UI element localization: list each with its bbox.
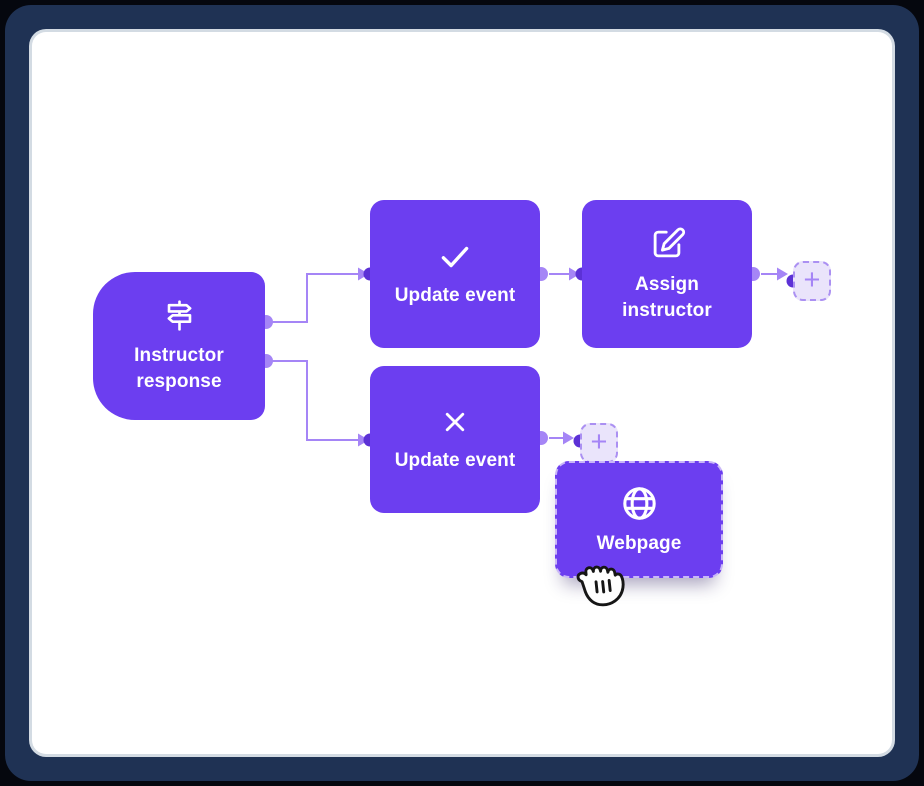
add-step-button-top[interactable]: +	[793, 261, 831, 301]
check-icon	[441, 246, 469, 267]
node-label: Assign instructor	[622, 273, 712, 321]
x-icon	[445, 412, 465, 432]
add-step-button-bottom[interactable]: +	[580, 423, 618, 463]
globe-icon	[622, 486, 656, 520]
node-webpage[interactable]: Webpage	[555, 461, 723, 578]
signpost-icon	[167, 300, 191, 331]
grabbing-cursor-icon	[576, 565, 625, 607]
node-label: Update event	[394, 284, 516, 306]
edit-icon	[653, 227, 686, 257]
node-assign-instructor[interactable]: Assign instructor	[582, 200, 752, 348]
node-label: Update event	[394, 450, 516, 471]
node-update-event-declined[interactable]: Update event	[370, 366, 540, 513]
plus-icon: +	[590, 425, 608, 458]
plus-icon: +	[803, 263, 821, 296]
node-label: Webpage	[596, 532, 682, 554]
node-update-event-confirmed[interactable]: Update event	[370, 200, 540, 348]
node-instructor-response[interactable]: Instructor response	[93, 272, 265, 420]
node-label: Instructor response	[134, 345, 224, 392]
